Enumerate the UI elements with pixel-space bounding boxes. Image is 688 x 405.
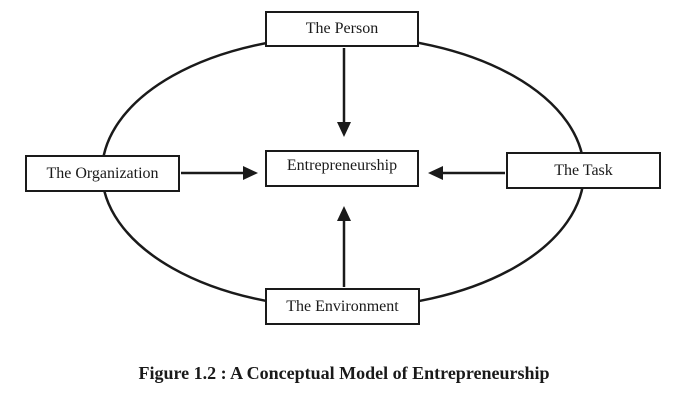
arrow-person-to-center	[337, 48, 351, 137]
node-entrepreneurship-label: Entrepreneurship	[286, 156, 398, 174]
node-the-task: The Task	[506, 152, 661, 189]
node-the-environment: The Environment	[265, 288, 420, 325]
node-the-organization-label: The Organization	[46, 164, 159, 182]
node-the-person-label: The Person	[305, 20, 379, 37]
figure-caption: Figure 1.2 : A Conceptual Model of Entre…	[138, 363, 550, 383]
node-the-environment-label: The Environment	[286, 297, 399, 315]
arrow-organization-to-center	[181, 166, 258, 180]
arrow-task-to-center	[428, 166, 505, 180]
node-the-task-label: The Task	[554, 161, 613, 179]
arrow-environment-to-center	[337, 206, 351, 287]
node-the-organization: The Organization	[25, 155, 180, 192]
node-entrepreneurship: Entrepreneurship	[265, 150, 419, 187]
node-the-person: The Person	[265, 11, 419, 47]
